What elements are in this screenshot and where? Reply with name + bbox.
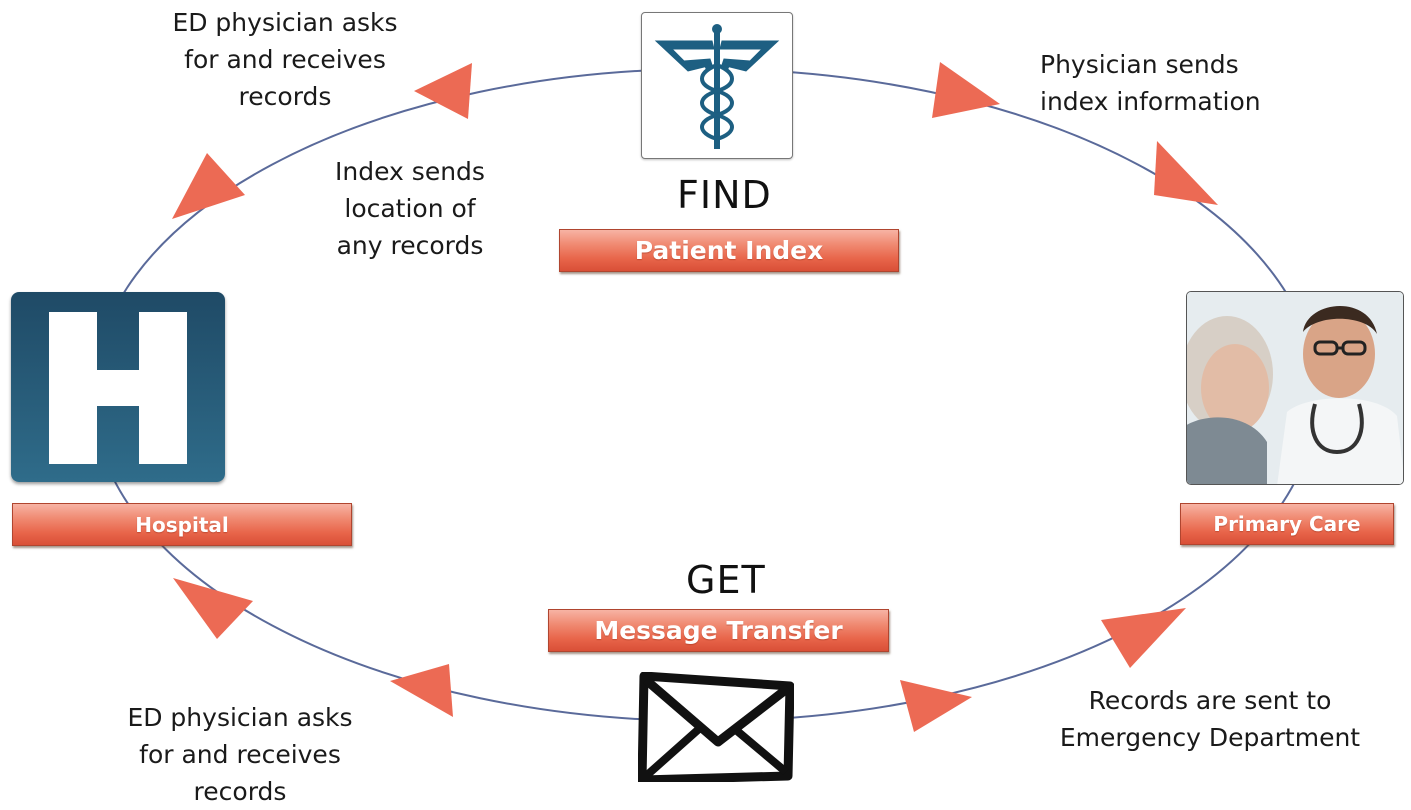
primary-care-photo [1186,291,1404,485]
arrow-bottom-left-2 [390,664,453,717]
hospital-tile [11,292,225,482]
annotation-bottom-left: ED physician asks for and receives recor… [127,703,353,806]
message-transfer-badge: Message Transfer [548,609,889,652]
arrow-bottom-right-1 [1101,608,1186,668]
envelope-icon [638,672,794,782]
arrow-bottom-left-1 [173,578,253,639]
arrow-bottom-right-2 [900,680,972,732]
arrow-top-left-2 [172,153,245,219]
hospital-badge: Hospital [12,503,352,546]
annotation-top-left-inner: Index sends location of any records [335,157,485,260]
patient-index-badge: Patient Index [559,229,899,272]
find-heading: FIND [677,173,772,217]
annotation-bottom-right: Records are sent to Emergency Department [1059,686,1361,752]
doctor-patient-photo [1187,292,1403,484]
arrow-top-right-1 [932,62,1000,118]
annotation-top-left-outer: ED physician asks for and receives recor… [172,8,398,111]
arrow-top-right-2 [1154,141,1218,205]
arrow-top-left-1 [414,63,472,119]
patient-index-tile [641,12,793,159]
get-heading: GET [686,558,766,602]
hospital-h-icon [49,312,187,464]
annotation-top-right: Physician sends index information [1040,50,1261,116]
primary-care-badge: Primary Care [1180,503,1394,545]
caduceus-icon [654,24,780,149]
